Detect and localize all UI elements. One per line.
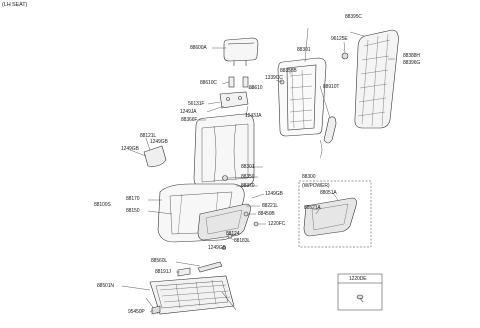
fastener-box — [337, 273, 383, 311]
wpower-box — [298, 180, 372, 248]
label-88910T: 88910T — [323, 84, 340, 90]
seat-back-panel — [354, 29, 399, 129]
label-88051A: 88051A — [320, 190, 337, 196]
label-56131F: 56131F — [188, 101, 205, 107]
upper-bracket — [219, 91, 249, 109]
label-88301-top: 88301 — [297, 47, 311, 53]
label-1249GB-b: 1249GB — [121, 146, 139, 152]
label-88124: 88124 — [226, 231, 240, 237]
label-88396G: 88396G — [403, 60, 421, 66]
recliner-bracket — [143, 145, 167, 167]
label-88100S: 88100S — [94, 202, 111, 208]
label-88366F: 88366F — [181, 117, 198, 123]
label-88358B: 88358B — [280, 68, 297, 74]
label-88501N: 88501N — [97, 283, 114, 289]
harness — [319, 139, 323, 159]
label-96125E: 96125E — [331, 36, 348, 42]
screw — [253, 221, 259, 227]
label-88150: 88150 — [126, 208, 140, 214]
label-1220DE: 1220DE — [349, 276, 367, 282]
diagram-title: (LH SEAT) — [2, 2, 28, 8]
cover-clip — [177, 267, 191, 277]
label-88183L: 88183L — [234, 238, 251, 244]
label-88521A: 88521A — [304, 205, 321, 211]
label-88610: 88610 — [249, 85, 263, 91]
label-1249GB-d: 1249GB — [208, 245, 226, 251]
screw-icon — [356, 294, 364, 303]
label-88388H: 88388H — [403, 53, 420, 59]
sensor — [151, 305, 161, 315]
clip — [341, 52, 349, 60]
seat-back-cushion — [193, 113, 255, 189]
label-1249GB-a: 1249GB — [150, 139, 168, 145]
label-88600A: 88600A — [190, 45, 207, 51]
label-1249JA: 1249JA — [180, 109, 197, 115]
seat-back-frame — [277, 57, 327, 137]
label-88301-mid: 88301 — [241, 164, 255, 170]
headrest — [223, 37, 259, 66]
label-95450P: 95450P — [128, 309, 145, 315]
label-88350: 88350 — [241, 174, 255, 180]
headrest-guides — [228, 76, 249, 88]
label-88221L: 88221L — [262, 203, 279, 209]
label-88191J: 88191J — [155, 269, 171, 275]
label-1243JA: 1243JA — [245, 113, 262, 119]
label-88610C: 88610C — [200, 80, 217, 86]
bolt — [222, 246, 226, 250]
label-88121L: 88121L — [140, 133, 157, 139]
label-88300: 88300 — [302, 174, 316, 180]
label-1339CC: 1339CC — [265, 75, 283, 81]
label-88450B: 88450B — [258, 211, 275, 217]
label-88395C: 88395C — [345, 14, 362, 20]
seat-track-frame — [145, 275, 237, 315]
power-side-shield — [303, 197, 357, 237]
label-88560L: 88560L — [151, 258, 168, 264]
wpower-title: (W/POWER) — [302, 183, 330, 189]
label-1249GB-c: 1249GB — [265, 191, 283, 197]
side-airbag — [323, 116, 337, 144]
label-88370: 88370 — [241, 183, 255, 189]
cover-bar — [197, 261, 223, 273]
label-1220FC: 1220FC — [268, 221, 286, 227]
switch-knob — [243, 211, 249, 217]
label-88170: 88170 — [126, 196, 140, 202]
side-shield — [197, 203, 251, 241]
